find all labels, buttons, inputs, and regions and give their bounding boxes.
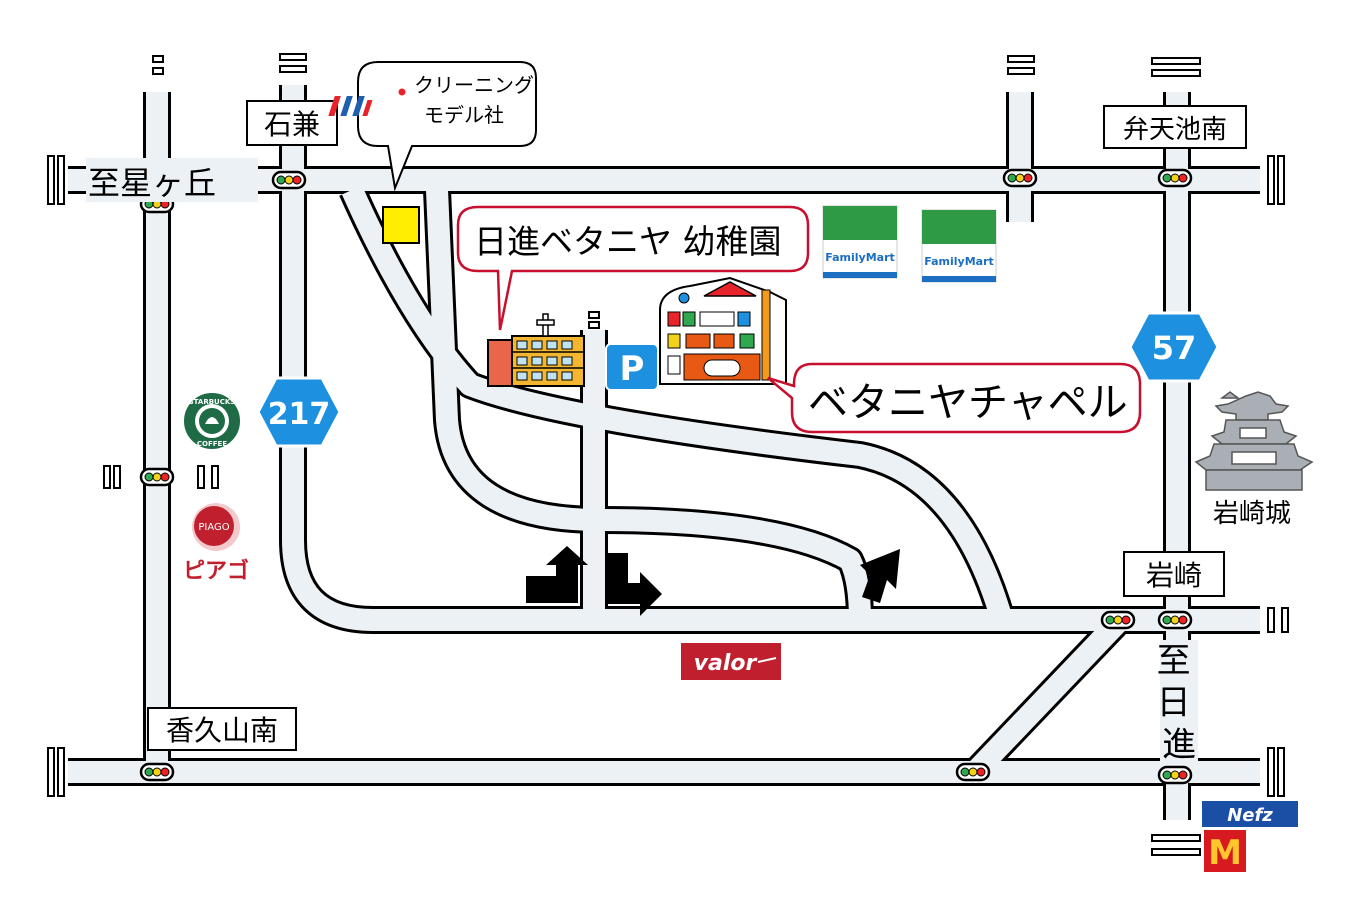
familymart-name: FamilyMart bbox=[924, 255, 994, 268]
traffic-light-icon bbox=[271, 170, 307, 190]
nefz-name: Nefz bbox=[1227, 805, 1273, 826]
label-itaru-nisshin-c1: 至 bbox=[1157, 641, 1191, 681]
cleaning-name-line2: モデル社 bbox=[424, 103, 504, 127]
castle-icon bbox=[1194, 391, 1314, 491]
road-end-stripes bbox=[47, 53, 1289, 856]
intersection-kaguyamaminami: 香久山南 bbox=[147, 707, 297, 751]
piago-logo: PIAGO ピアゴ bbox=[183, 503, 249, 584]
nefz-logo: Nefz bbox=[1202, 801, 1298, 827]
cleaning-name: クリーニング モデル社 bbox=[414, 73, 540, 127]
traffic-light-icon bbox=[139, 762, 175, 782]
arrow-icon bbox=[526, 546, 588, 603]
route-57-number: 57 bbox=[1152, 329, 1197, 367]
mcdonalds-name: M bbox=[1208, 833, 1242, 873]
familymart-name: FamilyMart bbox=[825, 251, 895, 264]
mcdonalds-logo: M bbox=[1204, 830, 1246, 873]
label-itaru-nisshin-c3: 進 bbox=[1162, 725, 1196, 765]
intersection-bentenikeminami: 弁天池南 bbox=[1103, 105, 1247, 149]
arrow-icon bbox=[860, 549, 900, 603]
valor-name: valor bbox=[694, 651, 758, 676]
label-ishikane: 石兼 bbox=[264, 108, 320, 141]
road-network bbox=[68, 85, 1260, 820]
parking-sign: P bbox=[605, 343, 659, 391]
traffic-light-icon bbox=[1157, 610, 1193, 630]
iwasaki-castle: 岩崎城 bbox=[1194, 391, 1314, 529]
kindergarten-callout: 日進ベタニヤ 幼稚園 bbox=[456, 205, 810, 331]
familymart-logo-2: FamilyMart bbox=[921, 209, 997, 283]
parking-label: P bbox=[620, 349, 645, 389]
label-bentenikeminami: 弁天池南 bbox=[1123, 115, 1227, 145]
marker-icon bbox=[382, 206, 420, 244]
cleaning-name-line1: クリーニング bbox=[414, 73, 534, 97]
intersection-ishikane: 石兼 bbox=[246, 100, 338, 146]
label-itaru-hoshigaoka: 至星ヶ丘 bbox=[88, 164, 216, 202]
starbucks-name-top: STARBUCKS bbox=[189, 398, 236, 406]
destination-nisshin: 至 日 進 bbox=[1157, 640, 1202, 765]
traffic-light-icon bbox=[955, 762, 991, 782]
traffic-light-icon bbox=[1002, 168, 1038, 188]
valor-logo: valor bbox=[681, 643, 781, 680]
label-iwasaki-castle: 岩崎城 bbox=[1213, 499, 1291, 529]
label-itaru-nisshin-c2: 日 bbox=[1157, 683, 1191, 723]
familymart-logo-1: FamilyMart bbox=[822, 205, 898, 279]
kindergarten-building-icon bbox=[487, 313, 585, 387]
cleaning-callout: クリーニング モデル社 bbox=[328, 61, 540, 192]
chapel-name: ベタニヤチャペル bbox=[808, 380, 1128, 426]
traffic-light-icon bbox=[1157, 168, 1193, 188]
label-kaguyamaminami: 香久山南 bbox=[166, 714, 278, 747]
direction-arrows bbox=[526, 546, 900, 616]
piago-name-jp: ピアゴ bbox=[183, 558, 249, 584]
traffic-light-icon bbox=[1100, 610, 1136, 630]
chapel-building-icon bbox=[659, 276, 787, 385]
route-57-sign: 57 bbox=[1128, 311, 1220, 383]
starbucks-logo: STARBUCKS COFFEE bbox=[182, 391, 242, 451]
traffic-light-icon bbox=[1157, 765, 1193, 785]
route-217-sign: 217 bbox=[256, 376, 342, 448]
starbucks-name-bottom: COFFEE bbox=[197, 440, 227, 448]
intersection-iwasaki: 岩崎 bbox=[1123, 551, 1225, 597]
arrow-icon bbox=[606, 553, 662, 616]
label-itaru-nisshin: 至 日 進 bbox=[1157, 641, 1202, 765]
chapel-callout: ベタニヤチャペル bbox=[767, 362, 1142, 434]
traffic-light-icon bbox=[139, 467, 175, 487]
cleaning-logo-icon bbox=[328, 88, 406, 116]
piago-name-en: PIAGO bbox=[198, 522, 229, 533]
route-217-number: 217 bbox=[268, 397, 331, 432]
kindergarten-name: 日進ベタニヤ 幼稚園 bbox=[474, 222, 782, 261]
destination-hoshigaoka: 至星ヶ丘 bbox=[86, 158, 258, 202]
label-iwasaki: 岩崎 bbox=[1146, 559, 1202, 592]
